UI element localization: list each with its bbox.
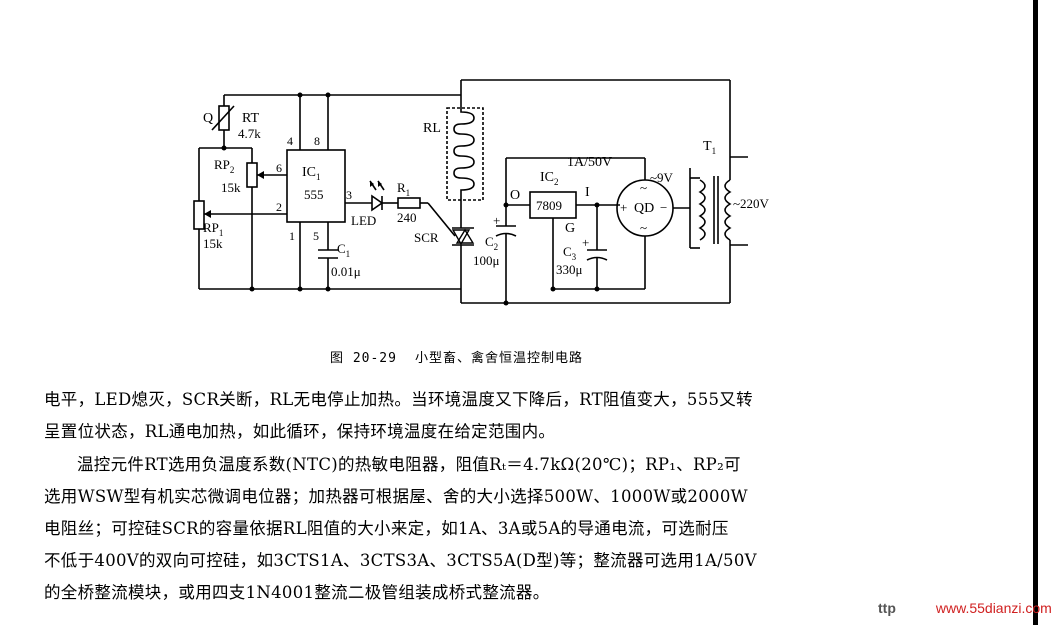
led-arrowhead-1	[370, 181, 374, 187]
scr-triangle-down	[451, 229, 471, 246]
qd-plus: +	[620, 200, 627, 215]
node-dot-4	[249, 286, 255, 292]
c3-plus: +	[582, 235, 589, 250]
led-label: LED	[351, 213, 376, 228]
rp1-label: RP1	[203, 220, 223, 238]
ic1-pin8-label: 8	[314, 134, 320, 148]
node-dot-6	[325, 286, 331, 292]
rp2-wiper-arrow	[257, 171, 264, 179]
node-dot-1	[297, 92, 303, 98]
node-dot-3	[221, 145, 227, 151]
paragraph-2: 温控元件RT选用负温度系数(NTC)的热敏电阻器，阻值Rₜ＝4.7kΩ(20℃)…	[44, 449, 924, 609]
wire-gate	[427, 202, 456, 237]
watermark-site: www.55dianzi.com	[935, 600, 1052, 616]
ic1-pin3-label: 3	[346, 188, 352, 202]
r1-label: R1	[397, 180, 410, 198]
qd-ac-bottom: ~	[640, 220, 647, 235]
c3-plate-bottom	[586, 256, 608, 261]
node-dot-2	[325, 92, 331, 98]
rl-label: RL	[423, 121, 441, 136]
scr-label: SCR	[414, 230, 439, 245]
ic2-label: IC2	[540, 170, 559, 187]
qd-ac-top: ~	[640, 180, 647, 195]
t1-label: T1	[703, 139, 716, 156]
t1-primary-coil	[724, 179, 732, 241]
text-line: 电平，LED熄灭，SCR关断，RL无电停止加热。当环境温度又下降后，RT阻值变大…	[44, 390, 753, 409]
rl-heater-coil	[453, 108, 475, 200]
rt-slash	[211, 105, 235, 131]
rt-label: RT	[242, 111, 259, 126]
c2-label: C2	[485, 234, 498, 252]
ic1-label: IC1	[302, 165, 321, 182]
node-dot-9	[594, 286, 600, 292]
node-i-label: I	[585, 185, 590, 200]
figure-number: 图 20-29	[330, 351, 397, 366]
c1-value: 0.01μ	[331, 264, 361, 279]
rp2-value: 15k	[221, 180, 241, 195]
qd-minus: −	[660, 200, 667, 215]
watermark: ttp www.55dianzi.com	[878, 600, 1052, 616]
node-dot-5	[297, 286, 303, 292]
node-dot-8	[594, 202, 600, 208]
scr-triangle-up	[455, 228, 475, 244]
ic1-type: 555	[304, 187, 324, 202]
ic1-555-box	[286, 149, 346, 223]
node-dot-10	[503, 300, 509, 306]
c2-value: 100μ	[473, 253, 500, 268]
text-line: 不低于400V的双向可控硅，如3CTS1A、3CTS3A、3CTS5A(D型)等…	[44, 551, 757, 570]
ic1-pin1-label: 1	[289, 229, 295, 243]
node-dot-11	[550, 286, 556, 292]
v220-label: ~220V	[733, 196, 770, 211]
c1-label: C1	[337, 241, 350, 259]
qd-rating-label: 1A/50V	[567, 155, 612, 170]
ic2-type: 7809	[536, 198, 562, 213]
ic1-pin4-label: 4	[287, 134, 293, 148]
c2-plate-bottom	[495, 232, 517, 237]
rp1-wiper-arrow	[204, 210, 211, 218]
node-o-label: O	[510, 188, 520, 203]
ic1-pin6-label: 6	[276, 161, 282, 175]
c3-label: C3	[563, 244, 577, 262]
r1-value: 240	[397, 210, 417, 225]
r1-resistor	[397, 197, 421, 209]
text-line: 温控元件RT选用负温度系数(NTC)的热敏电阻器，阻值Rₜ＝4.7kΩ(20℃)…	[77, 455, 741, 474]
rp2-potentiometer	[246, 162, 258, 188]
led-arrowhead-2	[378, 181, 382, 187]
q-label: Q	[203, 111, 213, 126]
figure-title: 小型畜、禽舍恒温控制电路	[414, 351, 583, 366]
ic1-pin2-label: 2	[276, 200, 282, 214]
ic1-pin5-label: 5	[313, 229, 319, 243]
t1-secondary-coil	[698, 179, 706, 241]
rl-frame	[446, 107, 484, 201]
c3-value: 330μ	[556, 262, 583, 277]
qd-label: QD	[634, 201, 654, 216]
ic2-g-label: G	[565, 221, 575, 236]
node-dot-7	[503, 202, 509, 208]
circuit-diagram: Q RT 4.7k RP2 15k RP1 15k 4 8 6 2 3 1 5 …	[193, 79, 770, 306]
text-line: 呈置位状态，RL通电加热，如此循环，保持环境温度在给定范围内。	[44, 422, 556, 441]
led-diode	[371, 194, 384, 212]
rt-value: 4.7k	[238, 126, 261, 141]
watermark-prefix: ttp	[878, 600, 896, 616]
rp2-label: RP2	[214, 157, 234, 175]
text-line: 电阻丝；可控硅SCR的容量依据RL阻值的大小来定，如1A、3A或5A的导通电流，…	[44, 519, 729, 538]
c2-plus: +	[493, 213, 500, 228]
paragraph-1: 电平，LED熄灭，SCR关断，RL无电停止加热。当环境温度又下降后，RT阻值变大…	[44, 384, 924, 448]
rp1-value: 15k	[203, 236, 223, 251]
v9-label: ~9V	[650, 170, 674, 185]
page-edge-bar	[1033, 0, 1038, 625]
text-line: 选用WSW型有机实芯微调电位器；加热器可根据屋、舍的大小选择500W、1000W…	[44, 487, 748, 506]
text-line: 的全桥整流模块，或用四支1N4001整流二极管组装成桥式整流器。	[44, 583, 550, 602]
figure-caption: 图 20-29 小型畜、禽舍恒温控制电路	[330, 347, 583, 366]
